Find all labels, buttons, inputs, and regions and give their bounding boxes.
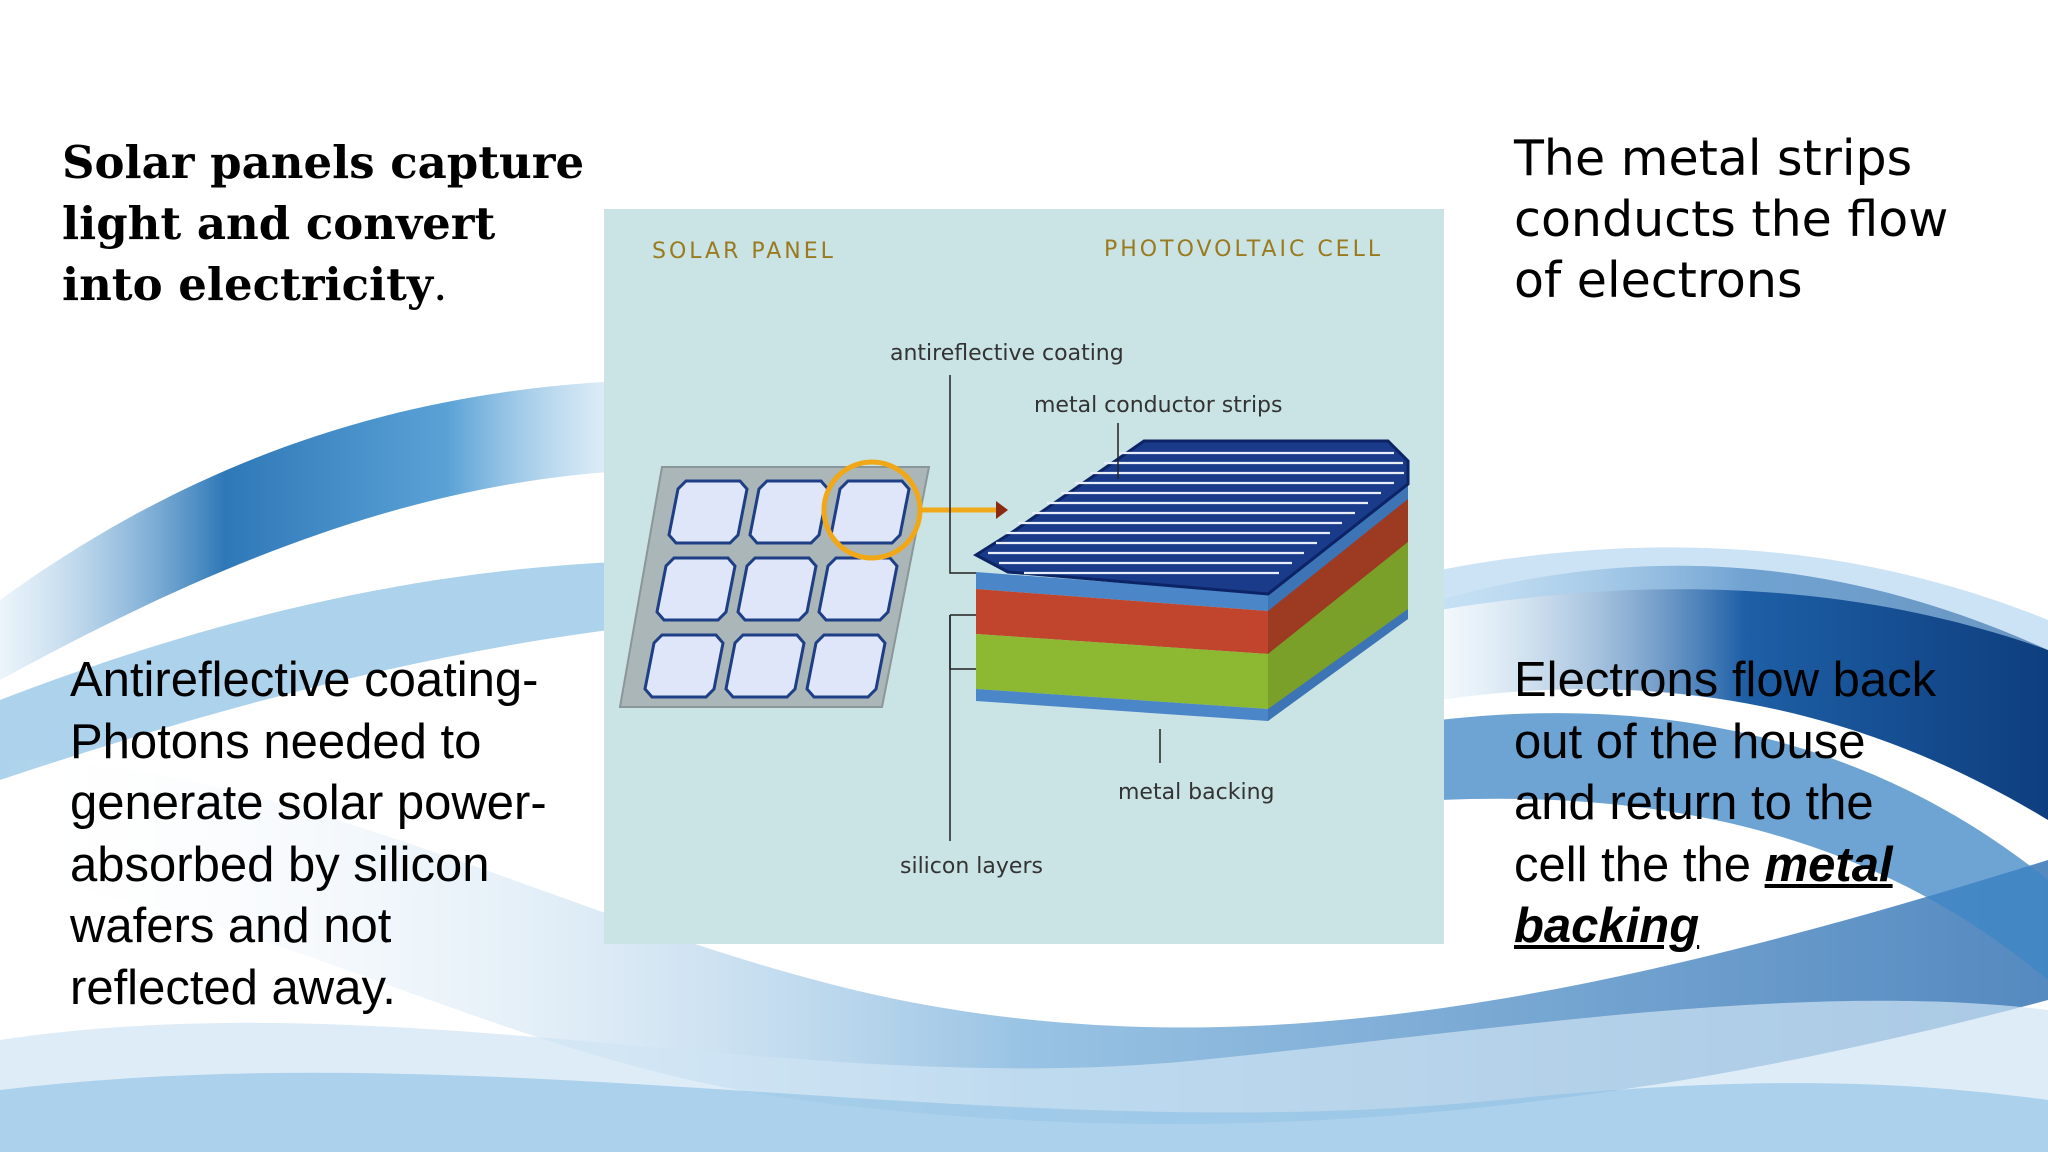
electron-flow-line: out of the house	[1514, 714, 1866, 769]
antireflective-line: wafers and not	[70, 899, 392, 953]
electron-flow-line: and return to the	[1514, 776, 1874, 830]
panel-cell	[748, 479, 830, 545]
panel-cell	[805, 633, 887, 699]
antireflective-line: absorbed by silicon	[70, 837, 490, 892]
solar-panel-heading: SOLAR PANEL	[652, 239, 836, 264]
panel-cell	[736, 556, 818, 622]
panel-cells	[643, 479, 911, 699]
cell-top-surface	[973, 439, 1410, 596]
cell-side-green	[1268, 542, 1408, 709]
panel-cell	[724, 633, 806, 699]
panel-cell	[667, 479, 749, 545]
panel-cell	[643, 633, 725, 699]
electron-flow-line: cell the the	[1514, 837, 1765, 892]
antireflective-line: Photons needed to	[70, 714, 482, 769]
metal-conductor-strips-label: metal conductor strips	[1034, 393, 1282, 418]
metal-strips-line: of electrons	[1514, 252, 1803, 309]
pv-cell	[973, 439, 1410, 721]
antireflective-coating-label: antireflective coating	[890, 341, 1124, 366]
intro-line: light and convert	[62, 197, 496, 250]
conductor-strips	[988, 451, 1404, 575]
electron-flow-line: Electrons flow back	[1514, 653, 1937, 707]
zoom-arrow-head	[996, 501, 1008, 519]
metal-strips-text: The metal strips conducts the flow of el…	[1514, 128, 2014, 311]
leader-lines	[949, 375, 1161, 841]
cell-side-backing	[1268, 609, 1408, 721]
metal-backing-emphasis: backing	[1514, 899, 1700, 953]
metal-backing-emphasis: metal	[1764, 837, 1893, 892]
intro-text: Solar panels capture light and convert i…	[62, 132, 585, 315]
metal-strips-line: conducts the flow	[1514, 191, 1949, 248]
solar-cell-diagram: SOLAR PANEL PHOTOVOLTAIC CELL	[604, 209, 1444, 944]
cell-backing-edge	[976, 689, 1268, 721]
electron-flow-text: Electrons flow back out of the house and…	[1514, 650, 2034, 958]
cell-red-layer	[976, 589, 1268, 654]
photovoltaic-cell-heading: PHOTOVOLTAIC CELL	[1104, 237, 1383, 262]
metal-backing-label: metal backing	[1118, 780, 1274, 805]
cell-side-coating	[1268, 484, 1408, 611]
intro-line: into electricity	[62, 258, 434, 311]
antireflective-line: reflected away.	[70, 960, 396, 1015]
intro-line: Solar panels capture	[62, 136, 585, 189]
panel-cell	[817, 556, 899, 622]
antireflective-line: generate solar power-	[70, 776, 547, 830]
intro-period: .	[433, 258, 448, 311]
cell-green-layer	[976, 634, 1268, 709]
panel-cell	[655, 556, 737, 622]
silicon-layers-label: silicon layers	[900, 854, 1043, 879]
metal-strips-line: The metal strips	[1514, 130, 1913, 187]
panel-cell	[829, 479, 911, 545]
antireflective-text: Antireflective coating- Photons needed t…	[70, 650, 610, 1019]
antireflective-line: Antireflective coating-	[70, 653, 539, 707]
cell-coating-edge	[976, 572, 1268, 611]
